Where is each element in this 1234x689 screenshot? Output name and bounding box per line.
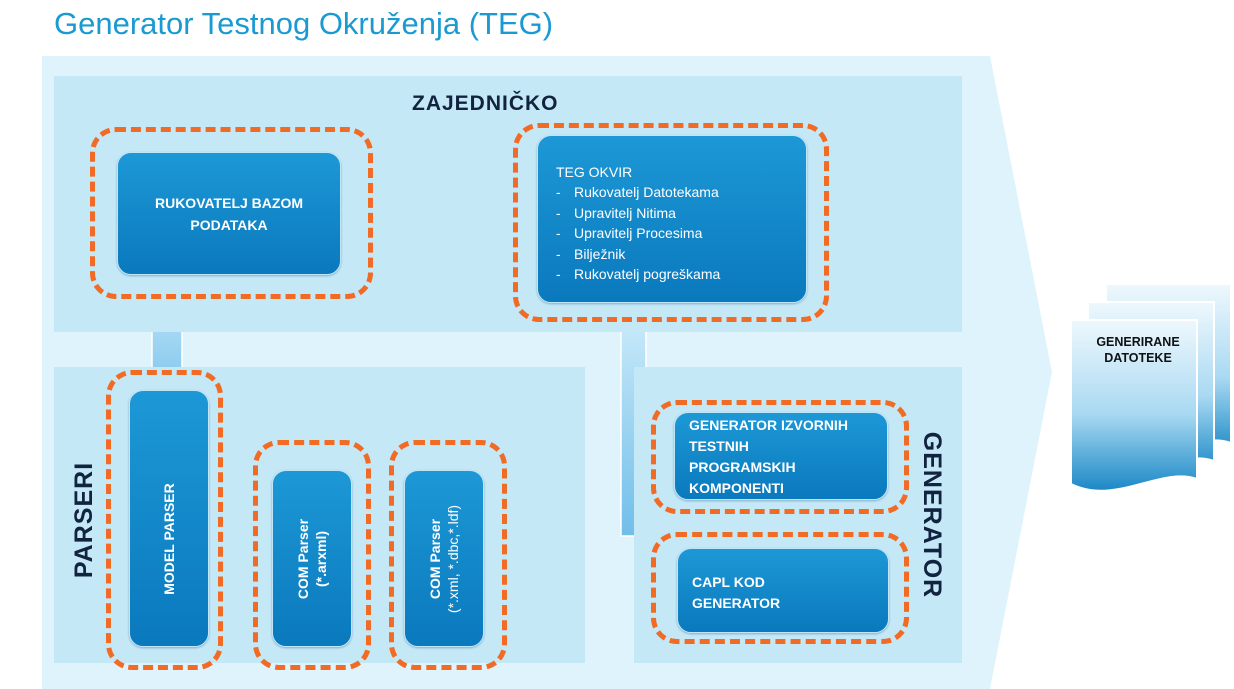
- source-generator-box: GENERATOR IZVORNIH TESTNIH PROGRAMSKIH K…: [674, 412, 888, 500]
- dashed-group-capl-gen: [651, 532, 909, 644]
- section-generator-label: GENERATOR: [918, 431, 947, 599]
- generated-files-label: GENERIRANE DATOTEKE: [1096, 335, 1180, 365]
- dashed-group-com-xml: [389, 440, 507, 670]
- db-handler-box: RUKOVATELJ BAZOM PODATAKA: [117, 152, 341, 275]
- teg-framework-item: Bilježnik: [556, 244, 806, 265]
- teg-framework-item: Upravitelj Nitima: [556, 203, 806, 224]
- model-parser-box: MODEL PARSER: [129, 390, 209, 647]
- dashed-group-com-arxml: [253, 440, 371, 670]
- dashed-group-teg: [513, 123, 829, 322]
- com-parser-arxml-box: COM Parser (*.arxml): [272, 470, 352, 647]
- teg-framework-item: Rukovatelj pogreškama: [556, 264, 806, 285]
- dashed-group-model-parser: [106, 370, 223, 670]
- dashed-group-source-gen: [651, 400, 909, 514]
- section-parsers-label: PARSERI: [70, 461, 98, 579]
- teg-framework-item: Rukovatelj Datotekama: [556, 182, 806, 203]
- teg-framework-item: Upravitelj Procesima: [556, 223, 806, 244]
- section-common-label: ZAJEDNIČKO: [412, 92, 559, 115]
- dashed-group-db: [90, 127, 373, 299]
- page-title: Generator Testnog Okruženja (TEG): [54, 6, 554, 41]
- teg-framework-list: Rukovatelj Datotekama Upravitelj Nitima …: [556, 182, 806, 285]
- capl-generator-box: CAPL KOD GENERATOR: [677, 548, 889, 633]
- com-parser-xml-box: COM Parser (*.xml, *.dbc,*.ldf): [404, 470, 484, 647]
- documents-icon: [1070, 283, 1232, 492]
- teg-framework-box: TEG OKVIR Rukovatelj Datotekama Upravite…: [537, 135, 807, 303]
- teg-framework-title: TEG OKVIR: [556, 164, 633, 180]
